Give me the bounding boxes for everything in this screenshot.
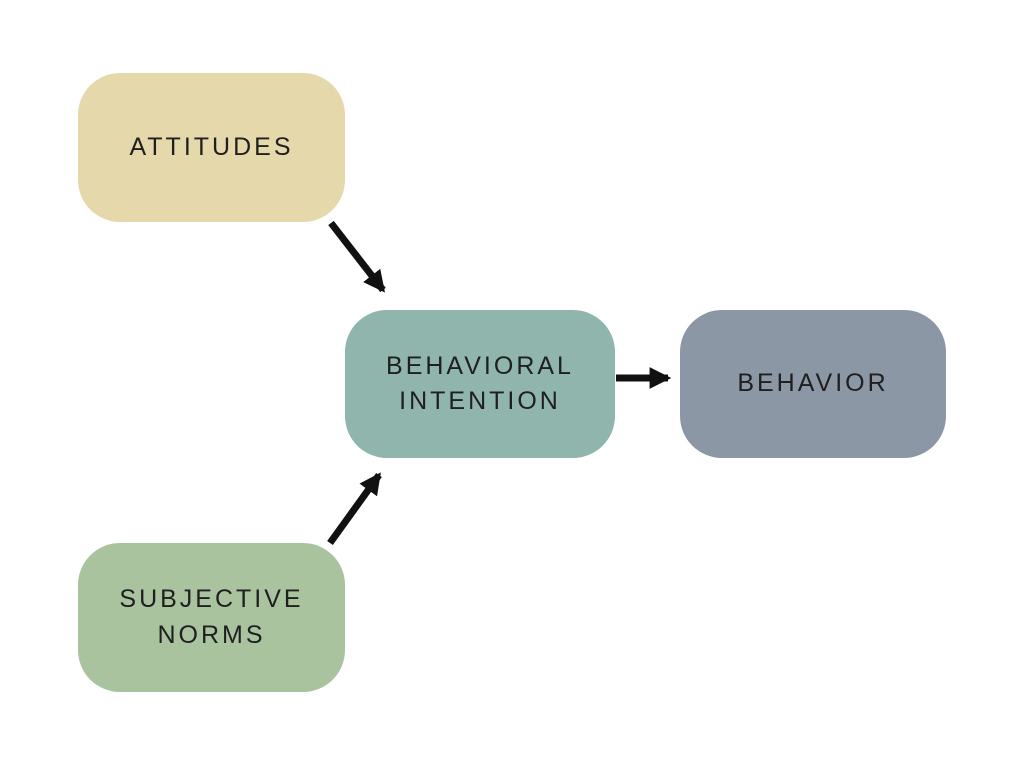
node-behavior: BEHAVIOR (680, 310, 946, 458)
arrow-attitudes-to-intention (328, 220, 386, 293)
node-attitudes: ATTITUDES (78, 73, 345, 222)
arrow-norms-to-intention (327, 472, 382, 546)
node-behavioral-intention-label: BEHAVIORAL INTENTION (386, 351, 574, 416)
node-subjective-norms-label: SUBJECTIVE NORMS (119, 585, 304, 649)
node-subjective-norms: SUBJECTIVE NORMS (78, 543, 345, 692)
node-behavioral-intention: BEHAVIORAL INTENTION (345, 310, 615, 458)
node-behavior-label: BEHAVIOR (737, 369, 889, 398)
node-attitudes-label: ATTITUDES (129, 132, 294, 161)
